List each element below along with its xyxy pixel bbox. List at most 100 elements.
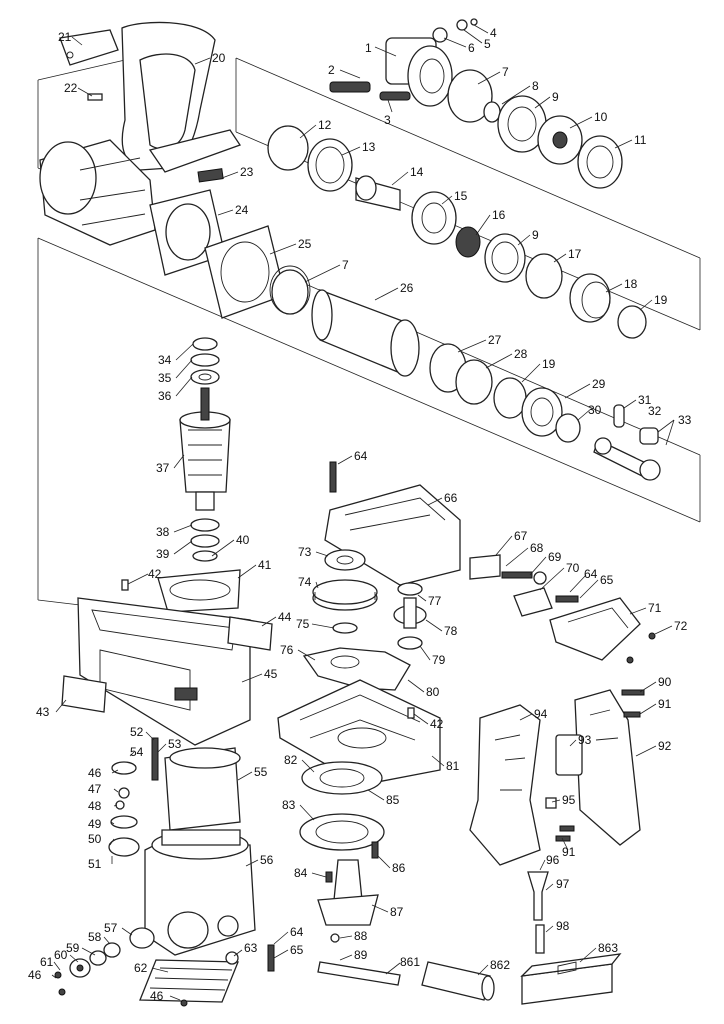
part-label: 861	[400, 955, 420, 969]
part-label: 11	[634, 133, 647, 147]
part-label: 51	[88, 857, 102, 871]
part-label: 95	[562, 793, 576, 807]
part-label: 70	[566, 561, 580, 575]
part-label: 38	[156, 525, 170, 539]
part-label: 23	[240, 165, 254, 179]
part-label: 12	[318, 118, 332, 132]
part-label: 14	[410, 165, 424, 179]
part-label: 19	[542, 357, 556, 371]
part-label: 24	[235, 203, 249, 217]
part-label: 29	[592, 377, 606, 391]
part-label: 47	[88, 782, 102, 796]
part-label: 60	[54, 948, 68, 962]
part-label: 53	[168, 737, 182, 751]
part-label: 10	[594, 110, 608, 124]
part-label: 45	[264, 667, 278, 681]
part-label: 1	[365, 41, 372, 55]
part-label: 42	[148, 567, 162, 581]
part-label: 65	[290, 943, 304, 957]
part-label: 85	[386, 793, 400, 807]
part-label: 80	[426, 685, 440, 699]
part-label: 46	[28, 968, 42, 982]
lower-housing-assembly	[54, 737, 275, 1007]
part-label: 62	[134, 961, 148, 975]
part-label: 32	[648, 404, 662, 418]
part-label: 39	[156, 547, 170, 561]
part-label: 81	[446, 759, 460, 773]
part-label: 67	[514, 529, 528, 543]
part-label: 75	[296, 617, 310, 631]
part-label: 59	[66, 941, 80, 955]
rear-handle-assembly	[469, 689, 645, 954]
part-label: 77	[428, 594, 442, 608]
part-label: 96	[546, 853, 560, 867]
part-label: 20	[212, 51, 226, 65]
part-label: 72	[674, 619, 688, 633]
part-label: 82	[284, 753, 298, 767]
part-label: 4	[490, 26, 497, 40]
part-label: 13	[362, 140, 376, 154]
part-number-labels: 1 2 3 4 5 6 7 8 9 10 11 12 13 14 15 16 9…	[28, 26, 692, 1003]
front-cap-parts	[329, 18, 623, 189]
part-label: 8	[532, 79, 539, 93]
part-label: 48	[88, 799, 102, 813]
part-label: 34	[158, 353, 172, 367]
part-label: 61	[40, 955, 54, 969]
part-label: 76	[280, 643, 294, 657]
part-label: 43	[36, 705, 50, 719]
part-label: 58	[88, 930, 102, 944]
part-label: 68	[530, 541, 544, 555]
part-label: 63	[244, 941, 258, 955]
part-label: 36	[158, 389, 172, 403]
part-label: 78	[444, 624, 458, 638]
part-label: 7	[502, 65, 509, 79]
part-label: 89	[354, 948, 368, 962]
part-label: 46	[88, 766, 102, 780]
part-label: 57	[104, 921, 118, 935]
part-label: 84	[294, 866, 308, 880]
part-label: 71	[648, 601, 662, 615]
part-label: 97	[556, 877, 570, 891]
part-label: 98	[556, 919, 570, 933]
part-label: 7	[342, 258, 349, 272]
part-label: 54	[130, 745, 144, 759]
part-label: 90	[658, 675, 672, 689]
part-label: 31	[638, 393, 652, 407]
part-label: 21	[58, 30, 72, 44]
part-label: 863	[598, 941, 618, 955]
gearbox-assembly	[277, 461, 656, 786]
part-label: 83	[282, 798, 296, 812]
piston-assembly	[271, 269, 661, 481]
main-housing	[61, 579, 273, 746]
tool-holder-housing	[39, 139, 226, 276]
part-label: 56	[260, 853, 274, 867]
part-label: 35	[158, 371, 172, 385]
part-label: 55	[254, 765, 268, 779]
part-label: 22	[64, 81, 78, 95]
part-label: 91	[562, 845, 576, 859]
part-label: 33	[678, 413, 692, 427]
part-label: 40	[236, 533, 250, 547]
part-label: 92	[658, 739, 672, 753]
part-label: 2	[328, 63, 335, 77]
leader-lines	[51, 24, 675, 1001]
part-label: 9	[552, 90, 559, 104]
part-label: 862	[490, 958, 510, 972]
part-label: 17	[568, 247, 582, 261]
part-label: 41	[258, 558, 272, 572]
part-label: 86	[392, 861, 406, 875]
part-label: 64	[584, 567, 598, 581]
part-label: 50	[88, 832, 102, 846]
part-label: 27	[488, 333, 502, 347]
part-label: 26	[400, 281, 414, 295]
part-label: 93	[578, 733, 592, 747]
part-label: 66	[444, 491, 458, 505]
part-label: 65	[600, 573, 614, 587]
part-label: 6	[468, 41, 475, 55]
part-label: 25	[298, 237, 312, 251]
part-label: 52	[130, 725, 144, 739]
part-label: 64	[290, 925, 304, 939]
part-label: 91	[658, 697, 672, 711]
part-label: 79	[432, 653, 446, 667]
